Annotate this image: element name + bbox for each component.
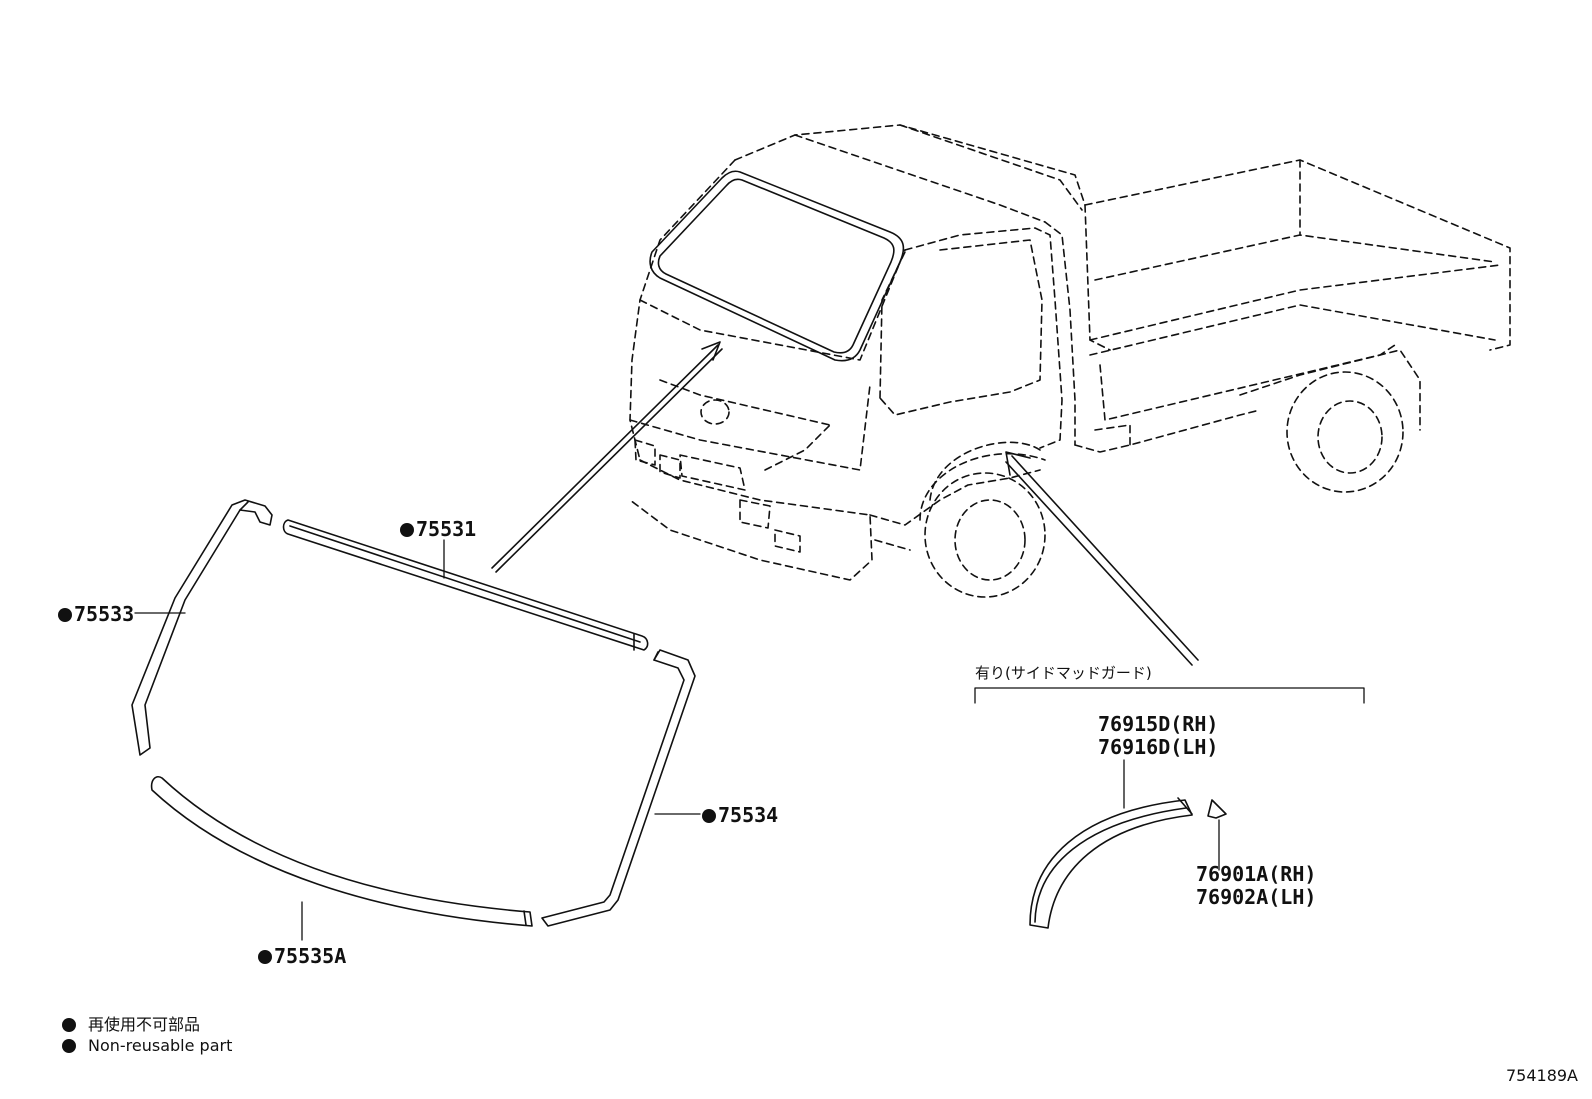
callout-76901a: 76901A(RH)	[1196, 862, 1317, 886]
leader-lines	[134, 539, 1365, 941]
callout-75533: 75533	[58, 602, 134, 626]
non-reusable-dot-icon	[58, 608, 72, 622]
moulding-75533	[131, 499, 273, 756]
moulding-75534	[541, 649, 696, 927]
truck-outline	[629, 124, 1511, 598]
non-reusable-dot-icon	[258, 950, 272, 964]
non-reusable-dot-icon	[702, 809, 716, 823]
clip-76901a	[1207, 799, 1227, 819]
truck-windshield-weatherstrip	[649, 170, 905, 362]
moulding-75535a	[150, 775, 533, 927]
legend-en: Non-reusable part	[62, 1036, 232, 1055]
callout-76915d: 76915D(RH)	[1098, 712, 1219, 736]
callout-75534: 75534	[702, 803, 778, 827]
side-mud-guard	[1029, 797, 1193, 929]
callout-75535a: 75535A	[258, 944, 346, 968]
legend-jp: 再使用不可部品	[62, 1011, 200, 1035]
figure-number: 754189A	[1505, 1066, 1578, 1085]
option-note: 有り(サイドマッドガード)	[975, 664, 1152, 682]
arrows	[491, 341, 1199, 666]
callout-76916d: 76916D(LH)	[1098, 735, 1219, 759]
callout-76902a: 76902A(LH)	[1196, 885, 1317, 909]
callout-75531: 75531	[400, 517, 476, 541]
non-reusable-dot-icon	[62, 1018, 76, 1032]
non-reusable-dot-icon	[62, 1039, 76, 1053]
non-reusable-dot-icon	[400, 523, 414, 537]
moulding-75531	[282, 519, 649, 651]
